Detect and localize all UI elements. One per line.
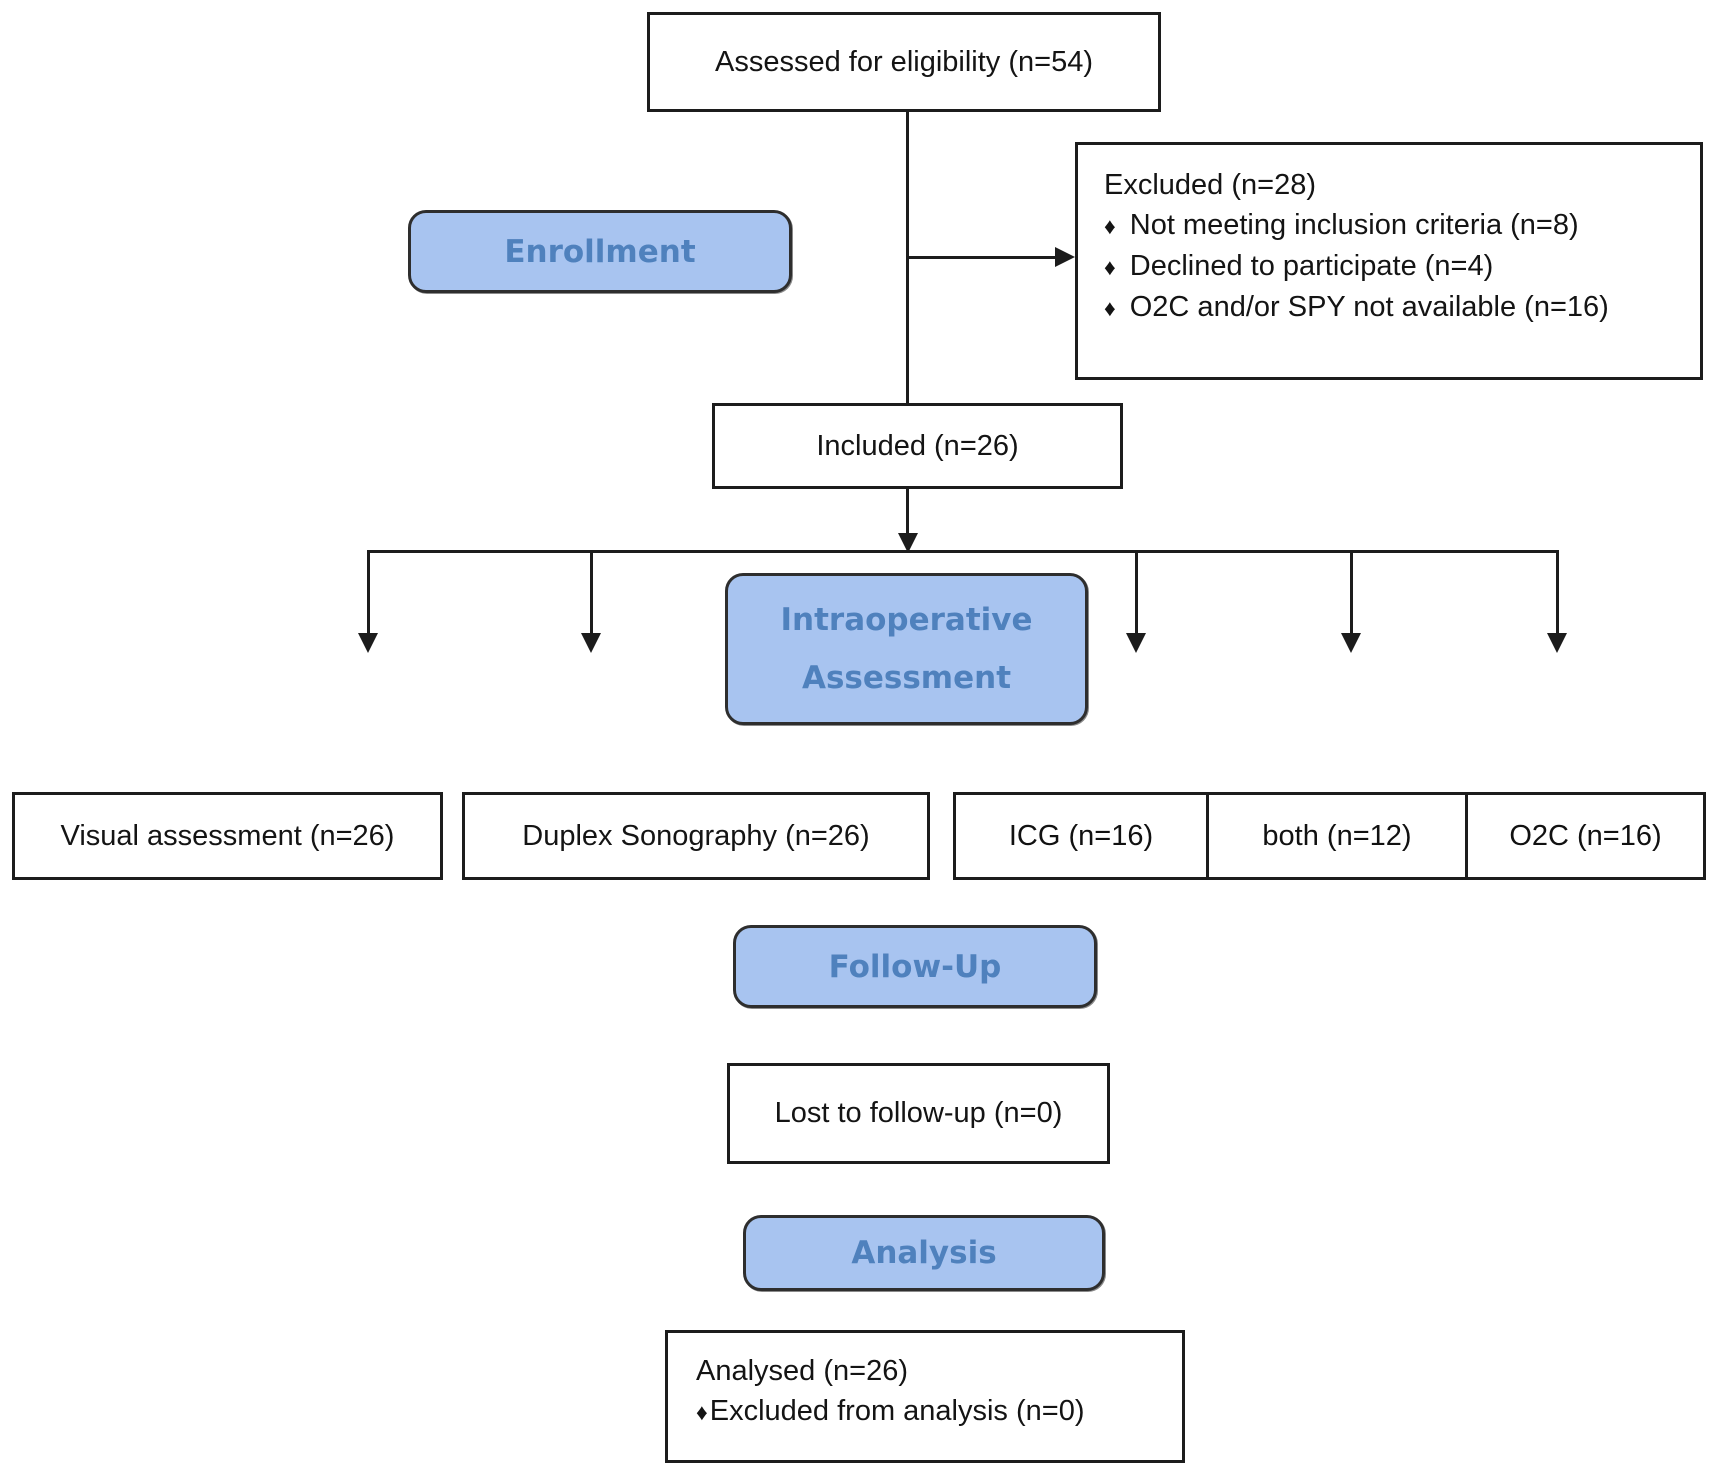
- branch-drop-visual: [367, 552, 370, 635]
- duplex-sonography-label: Duplex Sonography (n=26): [522, 819, 870, 852]
- excluded-item: ♦ O2C and/or SPY not available (n=16): [1104, 287, 1609, 328]
- modality-group-box: ICG (n=16) both (n=12) O2C (n=16): [953, 792, 1706, 880]
- branch-drop-both: [1350, 552, 1353, 635]
- icg-label: ICG (n=16): [1008, 819, 1154, 852]
- branch-drop-icg: [1135, 552, 1138, 635]
- analysed-title: Analysed (n=26): [696, 1355, 908, 1387]
- visual-assessment-label: Visual assessment (n=26): [60, 819, 395, 852]
- analysis-stage: Analysis: [743, 1215, 1105, 1291]
- lost-to-followup-box: Lost to follow-up (n=0): [727, 1063, 1110, 1164]
- analysed-item: ♦ Excluded from analysis (n=0): [696, 1391, 1085, 1432]
- o2c-label: O2C (n=16): [1509, 819, 1662, 852]
- connector-to-excluded: [908, 256, 1057, 259]
- lost-to-followup-label: Lost to follow-up (n=0): [774, 1097, 1063, 1129]
- enrollment-stage: Enrollment: [408, 210, 792, 293]
- connector-included-to-branch: [906, 487, 909, 535]
- duplex-sonography-box: Duplex Sonography (n=26): [462, 792, 930, 880]
- diamond-bullet-icon: ♦: [696, 1399, 708, 1425]
- assessed-box: Assessed for eligibility (n=54): [647, 12, 1161, 112]
- excluded-title: Excluded (n=28): [1104, 169, 1316, 201]
- branch-drop-o2c: [1556, 552, 1559, 635]
- excluded-item: ♦ Not meeting inclusion criteria (n=8): [1104, 205, 1579, 246]
- followup-stage: Follow-Up: [733, 925, 1097, 1008]
- arrowhead-both-icon: [1341, 633, 1361, 653]
- excluded-item-label: Declined to participate (n=4): [1129, 250, 1494, 282]
- arrowhead-visual-icon: [358, 633, 378, 653]
- arrowhead-duplex-icon: [581, 633, 601, 653]
- intraoperative-label-line1: Intraoperative: [780, 602, 1033, 638]
- included-label: Included (n=26): [816, 429, 1019, 462]
- excluded-item-label: O2C and/or SPY not available (n=16): [1129, 291, 1609, 323]
- branch-drop-duplex: [590, 552, 593, 635]
- diamond-bullet-icon: ♦: [1104, 213, 1116, 239]
- arrowhead-icg-icon: [1126, 633, 1146, 653]
- arrowhead-branch-center-icon: [898, 533, 918, 553]
- both-cell: both (n=12): [1206, 795, 1465, 877]
- visual-assessment-box: Visual assessment (n=26): [12, 792, 443, 880]
- assessed-label: Assessed for eligibility (n=54): [715, 45, 1093, 78]
- analysis-label: Analysis: [851, 1235, 997, 1271]
- followup-label: Follow-Up: [828, 948, 1002, 985]
- intraoperative-stage: Intraoperative Assessment: [725, 573, 1088, 725]
- o2c-cell: O2C (n=16): [1465, 795, 1703, 877]
- diamond-bullet-icon: ♦: [1104, 254, 1116, 280]
- icg-cell: ICG (n=16): [956, 795, 1206, 877]
- branch-horizontal-line: [367, 550, 1559, 553]
- excluded-item: ♦ Declined to participate (n=4): [1104, 246, 1493, 287]
- analysed-box: Analysed (n=26) ♦ Excluded from analysis…: [665, 1330, 1185, 1463]
- excluded-box: Excluded (n=28) ♦ Not meeting inclusion …: [1075, 142, 1703, 380]
- included-box: Included (n=26): [712, 403, 1123, 489]
- arrowhead-o2c-icon: [1547, 633, 1567, 653]
- diamond-bullet-icon: ♦: [1104, 295, 1116, 321]
- enrollment-label: Enrollment: [504, 233, 696, 270]
- connector-assessed-to-included: [906, 111, 909, 404]
- analysed-item-label: Excluded from analysis (n=0): [709, 1395, 1085, 1427]
- intraoperative-label-line2: Assessment: [801, 660, 1012, 696]
- arrowhead-excluded-icon: [1055, 247, 1075, 267]
- excluded-item-label: Not meeting inclusion criteria (n=8): [1129, 209, 1579, 241]
- both-label: both (n=12): [1262, 819, 1412, 852]
